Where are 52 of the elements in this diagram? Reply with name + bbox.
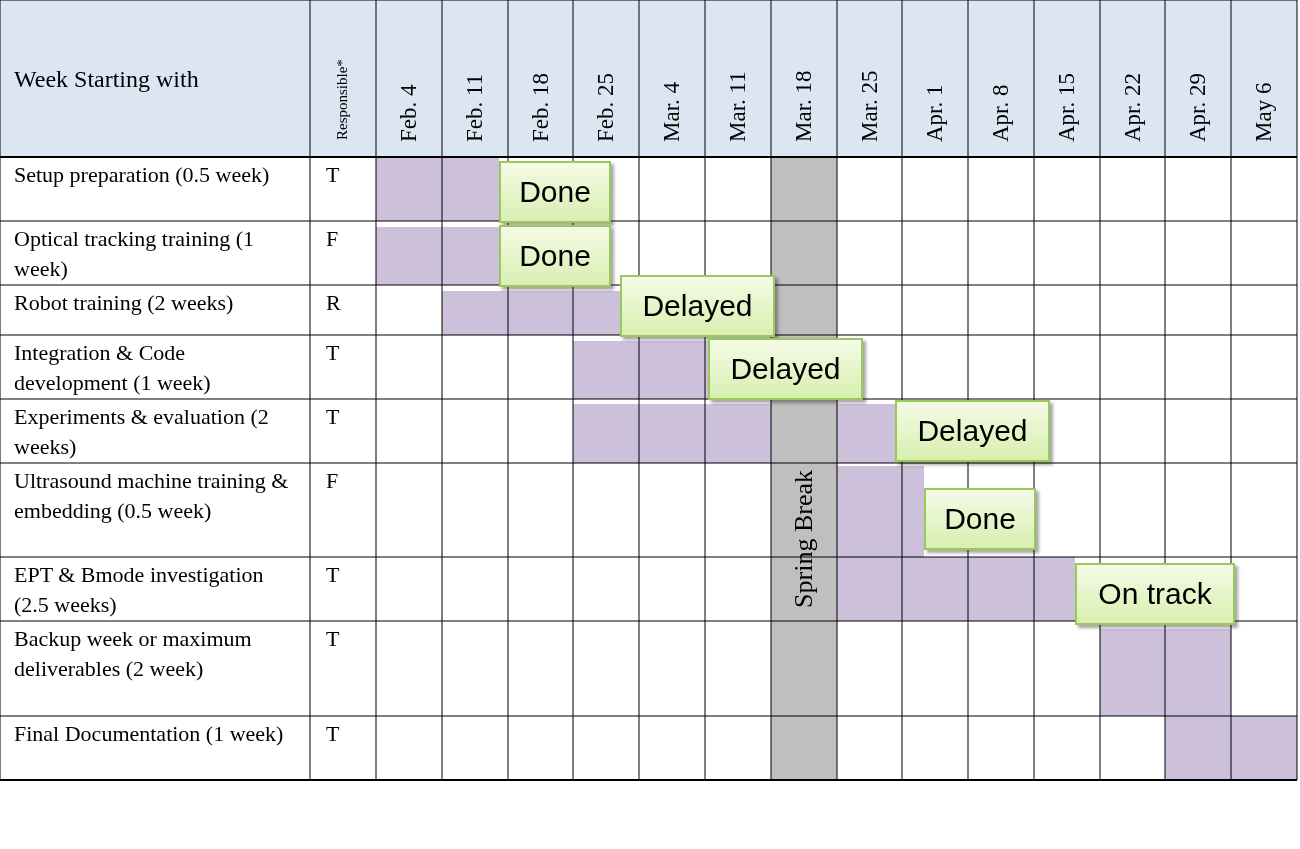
responsible-initial: R xyxy=(326,289,341,317)
week-header: May 6 xyxy=(1250,81,1277,142)
task-name: Optical tracking training (1 week) xyxy=(14,225,256,283)
week-header: Apr. 29 xyxy=(1184,72,1211,142)
schedule-bar xyxy=(1100,629,1231,716)
task-name: Integration & Code development (1 week) xyxy=(14,339,212,397)
schedule-bar xyxy=(573,341,708,399)
task-name: Backup week or maximum deliverables (2 week) xyxy=(14,625,253,683)
week-header: Feb. 25 xyxy=(592,72,619,142)
task-name: Ultrasound machine training & embedding (0.5 week) xyxy=(14,467,290,525)
column-header: Week Starting with xyxy=(14,65,199,94)
week-header: Feb. 18 xyxy=(526,72,554,142)
schedule-bar xyxy=(837,466,924,557)
schedule-bar xyxy=(376,227,499,285)
schedule-bar xyxy=(837,557,1075,621)
task-name: Experiments & evaluation (2 weeks) xyxy=(14,403,270,461)
week-header: Mar. 11 xyxy=(724,70,751,142)
task-name: Final Documentation (1 week) xyxy=(14,720,285,748)
status-callout: Delayed xyxy=(708,338,863,400)
schedule-bar xyxy=(573,404,771,463)
schedule-bar xyxy=(442,291,620,335)
responsible-initial: T xyxy=(326,161,340,189)
week-header: Mar. 25 xyxy=(855,69,883,142)
schedule-bar xyxy=(1165,716,1297,780)
week-header: Mar. 18 xyxy=(790,69,817,142)
responsible-initial: T xyxy=(326,561,340,589)
status-callout: Done xyxy=(499,161,611,223)
status-callout: Done xyxy=(924,488,1036,550)
task-name: Robot training (2 weeks) xyxy=(14,289,235,317)
responsible-initial: T xyxy=(326,720,340,748)
week-header: Apr. 22 xyxy=(1118,72,1146,142)
status-callout: Delayed xyxy=(620,275,775,337)
status-callout: Delayed xyxy=(895,400,1050,462)
task-name: EPT & Bmode investigation (2.5 weeks) xyxy=(14,561,265,619)
week-header: Apr. 15 xyxy=(1053,72,1080,142)
column-header: Responsible* xyxy=(333,58,351,140)
responsible-initial: F xyxy=(326,225,339,253)
status-callout: Done xyxy=(499,225,611,287)
responsible-initial: T xyxy=(326,403,340,431)
responsible-initial: T xyxy=(326,625,340,653)
week-header: Feb. 4 xyxy=(395,83,422,142)
schedule-bar xyxy=(837,404,895,463)
spring-break-label: Spring Break xyxy=(789,470,819,608)
week-header: Mar. 4 xyxy=(658,80,685,142)
week-header: Feb. 11 xyxy=(461,72,488,142)
schedule-bar xyxy=(376,157,499,221)
week-header: Apr. 1 xyxy=(921,83,948,142)
responsible-initial: T xyxy=(326,339,340,367)
responsible-initial: F xyxy=(326,467,339,495)
task-name: Setup preparation (0.5 week) xyxy=(14,161,271,189)
week-header: Apr. 8 xyxy=(987,83,1014,142)
status-callout: On track xyxy=(1075,563,1235,625)
